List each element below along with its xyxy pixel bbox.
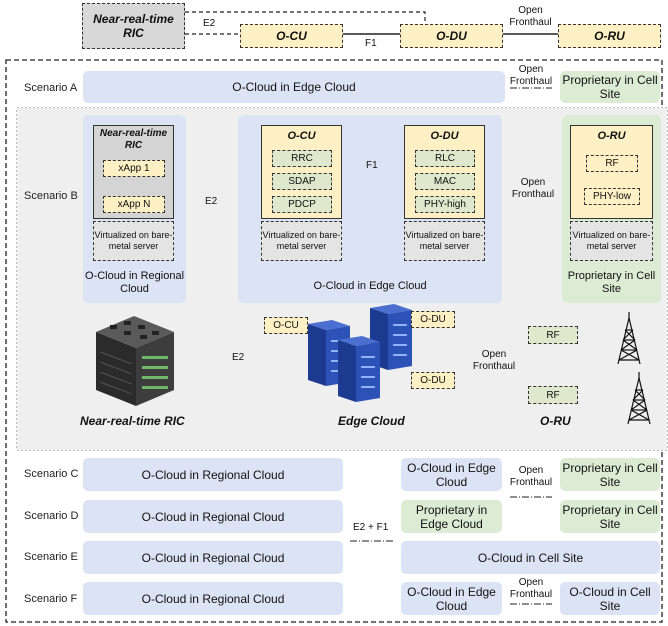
- scenario-c-label: Scenario C: [24, 468, 79, 480]
- scenario-d-edge-text: Proprietary in Edge Cloud: [415, 502, 488, 531]
- scenario-d-label: Scenario D: [24, 510, 79, 522]
- scenario-b-e2: E2: [205, 196, 218, 207]
- scenario-b-f1: F1: [366, 160, 378, 171]
- cell-tower-icon: [617, 312, 641, 365]
- scenario-e-label: Scenario E: [24, 551, 78, 563]
- phy-high-box: PHY-high: [415, 196, 475, 213]
- scenario-f-cell-text: O-Cloud in Cell Site: [569, 584, 651, 613]
- oru-virtualized: Virtualized on bare-metal server: [570, 221, 653, 261]
- rrc-box: RRC: [272, 150, 332, 167]
- scenario-e-cell-text: O-Cloud in Cell Site: [477, 550, 584, 565]
- scenario-d-cell: Proprietary in Cell Site: [560, 500, 660, 533]
- scenario-d-edge: Proprietary in Edge Cloud: [401, 500, 502, 533]
- top-e2-label: E2: [203, 18, 216, 29]
- scenario-c-fronthaul: Open Fronthaul: [509, 465, 553, 488]
- top-oru-box: O-RU: [558, 24, 661, 48]
- rf-box: RF: [586, 155, 638, 172]
- scenario-c-regional: O-Cloud in Regional Cloud: [83, 458, 343, 491]
- scenario-a-edge-text: O-Cloud in Edge Cloud: [232, 80, 356, 94]
- illus-edge-caption: Edge Cloud: [338, 414, 405, 428]
- scenario-a-label: Scenario A: [24, 82, 78, 94]
- scenario-f-cell: O-Cloud in Cell Site: [560, 582, 660, 615]
- top-odu-label: O-DU: [436, 29, 467, 43]
- illus-odu-1: O-DU: [411, 311, 455, 328]
- scenario-e-regional-text: O-Cloud in Regional Cloud: [141, 550, 285, 565]
- ocu-title: O-CU: [287, 130, 316, 142]
- cell-site-label: Proprietary in Cell Site: [567, 270, 656, 295]
- scenario-a-edge-cloud: O-Cloud in Edge Cloud: [83, 71, 505, 103]
- scenario-b-label: Scenario B: [24, 190, 78, 202]
- scenario-d-cell-text: Proprietary in Cell Site: [562, 502, 658, 531]
- top-odu-box: O-DU: [400, 24, 503, 48]
- scenario-a-cell-text: Proprietary in Cell Site: [562, 73, 658, 101]
- scenario-e-cell: O-Cloud in Cell Site: [401, 541, 660, 574]
- illus-fronthaul: Open Fronthaul: [472, 349, 516, 372]
- top-ocu-box: O-CU: [240, 24, 343, 48]
- scenario-c-regional-text: O-Cloud in Regional Cloud: [141, 467, 285, 482]
- top-f1-label: F1: [365, 38, 377, 49]
- scenario-f-edge: O-Cloud in Edge Cloud: [401, 582, 502, 615]
- scenario-a-fronthaul: Open Fronthaul: [509, 64, 553, 87]
- scenario-a-cell-site: Proprietary in Cell Site: [560, 71, 660, 103]
- scenario-c-cell-text: Proprietary in Cell Site: [562, 460, 658, 489]
- ocu-virtualized: Virtualized on bare-metal server: [261, 221, 342, 261]
- scenario-c-edge: O-Cloud in Edge Cloud: [401, 458, 502, 491]
- mac-box: MAC: [415, 173, 475, 190]
- top-ric-box: Near-real-time RIC: [82, 3, 185, 49]
- top-ric-label: Near-real-time RIC: [93, 12, 174, 40]
- edge-cloud-label: O-Cloud in Edge Cloud: [313, 279, 427, 292]
- illus-e2: E2: [232, 352, 245, 363]
- ric-virtualized: Virtualized on bare-metal server: [93, 221, 174, 261]
- illus-oru-caption: O-RU: [540, 414, 571, 428]
- scenario-d-regional-text: O-Cloud in Regional Cloud: [141, 509, 285, 524]
- xapp-n: xApp N: [103, 196, 165, 213]
- regional-cloud-label: O-Cloud in Regional Cloud: [84, 270, 185, 295]
- illus-ocu: O-CU: [264, 317, 308, 334]
- scenario-c-cell: Proprietary in Cell Site: [560, 458, 660, 491]
- scenario-f-regional: O-Cloud in Regional Cloud: [83, 582, 343, 615]
- xapp-1: xApp 1: [103, 160, 165, 177]
- oru-title: O-RU: [597, 130, 626, 142]
- odu-virtualized: Virtualized on bare-metal server: [404, 221, 485, 261]
- top-oru-label: O-RU: [594, 29, 625, 43]
- top-ocu-label: O-CU: [276, 29, 307, 43]
- scenario-f-fronthaul: Open Fronthaul: [509, 577, 553, 600]
- scenario-e-regional: O-Cloud in Regional Cloud: [83, 541, 343, 574]
- odu-title: O-DU: [430, 130, 459, 142]
- ric-title: Near-real-time RIC: [99, 128, 168, 151]
- illus-rf-1: RF: [528, 326, 578, 344]
- pdcp-box: PDCP: [272, 196, 332, 213]
- phy-low-box: PHY-low: [584, 188, 640, 205]
- rlc-box: RLC: [415, 150, 475, 167]
- cell-tower-icon: [627, 372, 651, 425]
- illus-odu-2: O-DU: [411, 372, 455, 389]
- scenario-f-label: Scenario F: [24, 593, 78, 605]
- illus-rf-2: RF: [528, 386, 578, 404]
- scenario-c-edge-text: O-Cloud in Edge Cloud: [407, 460, 496, 489]
- scenario-f-regional-text: O-Cloud in Regional Cloud: [141, 591, 285, 606]
- top-fronthaul-label: Open Fronthaul: [509, 5, 552, 28]
- scenario-f-edge-text: O-Cloud in Edge Cloud: [407, 584, 496, 613]
- scenario-d-regional: O-Cloud in Regional Cloud: [83, 500, 343, 533]
- scenario-b-fronthaul: Open Fronthaul: [511, 177, 555, 200]
- edge-servers-icon: [308, 304, 412, 402]
- illus-ric-caption: Near-real-time RIC: [80, 414, 185, 428]
- sdap-box: SDAP: [272, 173, 332, 190]
- ric-server-icon: [96, 316, 174, 406]
- e2-f1-label: E2 + F1: [353, 522, 389, 533]
